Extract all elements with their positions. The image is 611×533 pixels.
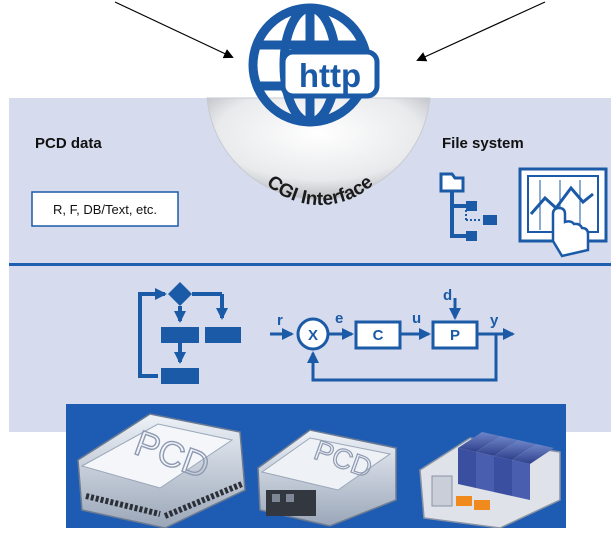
pcd-device-large: PCD	[77, 413, 246, 529]
io-module-rack	[419, 432, 561, 529]
loop-label-r: r	[277, 312, 283, 329]
loop-label-u: u	[412, 310, 421, 327]
loop-label-e: e	[335, 310, 343, 327]
arrow-in-right	[416, 1, 546, 62]
pcd-device-compact: PCD	[257, 429, 397, 527]
file-tree-icon	[439, 172, 497, 241]
plant-block-label: P	[450, 327, 460, 344]
arrow-in-left	[114, 1, 234, 59]
panel-divider	[9, 263, 611, 266]
pcd-data-box	[31, 191, 179, 227]
controller-block-label: C	[373, 327, 384, 344]
control-loop-diagram	[270, 298, 515, 382]
file-system-title: File system	[442, 135, 524, 152]
pcd-data-title: PCD data	[35, 135, 102, 152]
flowchart-icon	[138, 282, 241, 384]
http-label: http	[299, 57, 361, 94]
loop-label-d: d	[443, 287, 452, 304]
http-label-box	[280, 49, 380, 99]
touch-screen-chart-icon	[518, 167, 608, 258]
summing-junction-label: X	[308, 327, 318, 344]
loop-label-y: y	[490, 312, 499, 329]
pcd-data-box-label: R, F, DB/Text, etc.	[53, 202, 157, 217]
